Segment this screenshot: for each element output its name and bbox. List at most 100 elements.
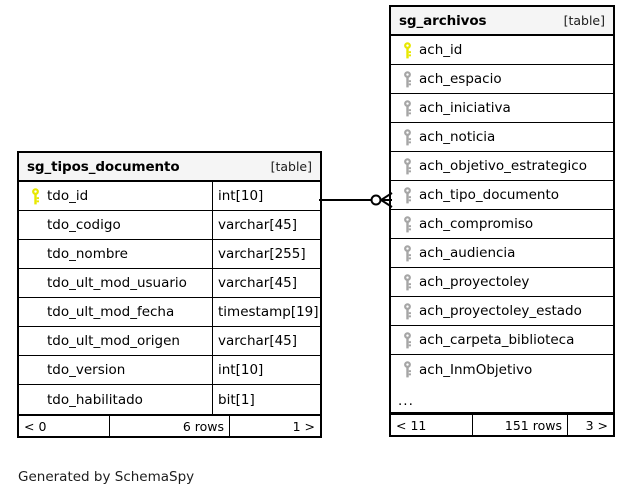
- column-name: ach_tipo_documento: [419, 187, 559, 203]
- column-name-cell: ach_objetivo_estrategico: [391, 152, 613, 180]
- column-list: ach_id ach_espacio ach_iniciativa ach_notic…: [391, 36, 613, 384]
- foreign-key-icon: [397, 302, 417, 320]
- column-row[interactable]: tdo_habilitado bit[1]: [19, 385, 320, 414]
- column-type-cell: varchar[255]: [212, 240, 320, 268]
- foreign-key-icon: [397, 331, 417, 349]
- column-type: varchar[45]: [218, 333, 298, 349]
- primary-key-icon: [25, 187, 45, 205]
- column-row[interactable]: ach_proyectoley_estado: [391, 297, 613, 326]
- column-name: ach_InmObjetivo: [419, 361, 533, 378]
- column-row[interactable]: tdo_ult_mod_fecha timestamp[19]: [19, 298, 320, 327]
- column-name-cell: ach_audiencia: [391, 239, 613, 267]
- column-type-cell: varchar[45]: [212, 211, 320, 239]
- column-type: varchar[255]: [218, 246, 306, 262]
- column-name: tdo_codigo: [47, 217, 121, 233]
- column-name-cell: ach_espacio: [391, 65, 613, 93]
- column-row[interactable]: tdo_codigo varchar[45]: [19, 211, 320, 240]
- footer-prev[interactable]: < 11: [396, 417, 427, 433]
- column-name-cell: ach_proyectoley_estado: [391, 297, 613, 325]
- more-columns-label: ...: [398, 393, 414, 409]
- column-name: ach_compromiso: [419, 216, 534, 232]
- column-type: varchar[45]: [218, 275, 298, 291]
- column-name-cell: tdo_nombre: [19, 240, 212, 268]
- column-type: int[10]: [218, 188, 264, 204]
- column-name-cell: ach_proyectoley: [391, 268, 613, 296]
- column-row[interactable]: ach_compromiso: [391, 210, 613, 239]
- column-row[interactable]: ach_id: [391, 36, 613, 65]
- column-name: ach_noticia: [419, 129, 496, 145]
- column-name: ach_objetivo_estrategico: [419, 158, 587, 174]
- primary-key-icon: [397, 41, 417, 59]
- column-name: ach_proyectoley: [419, 274, 530, 290]
- column-name-cell: tdo_version: [19, 356, 212, 384]
- generated-by-caption: Generated by SchemaSpy: [18, 469, 195, 485]
- column-name: tdo_id: [47, 188, 89, 204]
- table-kind-label: [table]: [563, 13, 605, 28]
- column-row[interactable]: ach_tipo_documento: [391, 181, 613, 210]
- column-row[interactable]: ach_iniciativa: [391, 94, 613, 123]
- column-type-cell: int[10]: [212, 356, 320, 384]
- column-row[interactable]: tdo_version int[10]: [19, 356, 320, 385]
- column-type: int[10]: [218, 362, 264, 378]
- column-name: tdo_habilitado: [47, 391, 143, 408]
- footer-next[interactable]: 1 >: [229, 416, 320, 436]
- footer-next[interactable]: 3 >: [567, 415, 613, 435]
- column-row[interactable]: tdo_ult_mod_origen varchar[45]: [19, 327, 320, 356]
- column-type-cell: timestamp[19]: [212, 298, 320, 326]
- foreign-key-icon: [397, 186, 417, 204]
- column-name: tdo_ult_mod_usuario: [47, 275, 187, 291]
- column-name: tdo_ult_mod_fecha: [47, 304, 175, 320]
- column-type-cell: varchar[45]: [212, 327, 320, 355]
- table-footer: < 11 151 rows 3 >: [391, 413, 613, 435]
- column-row[interactable]: ach_proyectoley: [391, 268, 613, 297]
- foreign-key-icon: [397, 70, 417, 88]
- foreign-key-icon: [397, 128, 417, 146]
- column-name-cell: tdo_habilitado: [19, 385, 212, 414]
- table-name: sg_archivos: [399, 12, 487, 29]
- column-row[interactable]: ach_espacio: [391, 65, 613, 94]
- column-type: bit[1]: [218, 391, 255, 408]
- table-kind-label: [table]: [270, 159, 312, 174]
- footer-row-count: 6 rows: [109, 416, 229, 436]
- column-row[interactable]: tdo_ult_mod_usuario varchar[45]: [19, 269, 320, 298]
- table-header: sg_tipos_documento [table]: [19, 153, 320, 182]
- column-name-cell: ach_compromiso: [391, 210, 613, 238]
- more-columns-row: ...: [391, 384, 613, 413]
- column-name: ach_carpeta_biblioteca: [419, 332, 575, 348]
- foreign-key-icon: [397, 273, 417, 291]
- column-name: ach_proyectoley_estado: [419, 303, 582, 319]
- table-name: sg_tipos_documento: [27, 158, 180, 175]
- column-name-cell: ach_noticia: [391, 123, 613, 151]
- footer-prev[interactable]: < 0: [24, 418, 47, 434]
- column-row[interactable]: ach_audiencia: [391, 239, 613, 268]
- table-sg_tipos_documento[interactable]: sg_tipos_documento [table] tdo_id int[10]…: [17, 151, 322, 438]
- column-row[interactable]: tdo_id int[10]: [19, 182, 320, 211]
- column-row[interactable]: ach_noticia: [391, 123, 613, 152]
- column-name-cell: ach_iniciativa: [391, 94, 613, 122]
- column-name-cell: tdo_ult_mod_origen: [19, 327, 212, 355]
- table-header: sg_archivos [table]: [391, 7, 613, 36]
- column-name-cell: ach_InmObjetivo: [391, 355, 613, 384]
- footer-row-count: 151 rows: [472, 415, 567, 435]
- column-name-cell: ach_carpeta_biblioteca: [391, 326, 613, 354]
- column-row[interactable]: ach_objetivo_estrategico: [391, 152, 613, 181]
- column-type-cell: bit[1]: [212, 385, 320, 414]
- column-name: tdo_ult_mod_origen: [47, 333, 180, 349]
- column-name: ach_espacio: [419, 71, 502, 87]
- column-name: tdo_version: [47, 362, 126, 378]
- column-row[interactable]: tdo_nombre varchar[255]: [19, 240, 320, 269]
- column-name: ach_id: [419, 42, 463, 58]
- column-name: tdo_nombre: [47, 246, 128, 262]
- foreign-key-icon: [397, 361, 417, 378]
- column-row[interactable]: ach_InmObjetivo: [391, 355, 613, 384]
- foreign-key-icon: [397, 157, 417, 175]
- column-name: ach_audiencia: [419, 245, 516, 261]
- relationship-connector-tdo_id-to-ach_tipo_documento: [319, 192, 393, 208]
- table-footer: < 0 6 rows 1 >: [19, 414, 320, 436]
- column-name-cell: tdo_codigo: [19, 211, 212, 239]
- column-type: timestamp[19]: [218, 304, 319, 320]
- column-row[interactable]: ach_carpeta_biblioteca: [391, 326, 613, 355]
